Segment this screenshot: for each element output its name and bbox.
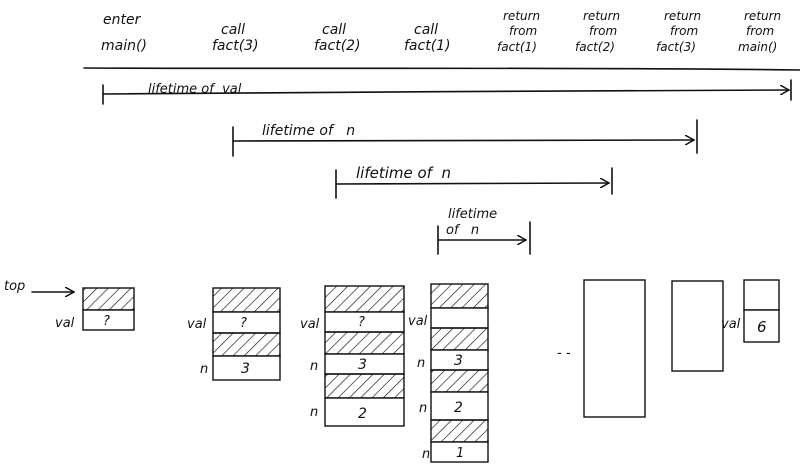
event-return-fact2: return from fact(2) <box>575 9 620 54</box>
hatched-cell <box>324 285 405 313</box>
event-call-fact3: call fact(3) <box>212 22 259 54</box>
event-line: from <box>670 24 698 38</box>
hatched-cell <box>430 419 489 443</box>
event-line: call <box>322 22 346 38</box>
lifetime-arrow <box>232 140 694 141</box>
event-line: return <box>664 9 701 23</box>
val-cell <box>82 309 135 331</box>
event-enter-main: enter main() <box>101 12 147 54</box>
stack-frame-main: ? val <box>55 287 135 331</box>
hatched-cell <box>430 327 489 351</box>
lifetime-label: lifetime of val <box>148 82 242 97</box>
n-label: n <box>417 356 425 371</box>
timeline-axis <box>83 67 800 71</box>
stack-frame-main-final: 6 val <box>721 279 780 343</box>
lifetime-val: lifetime of val <box>102 79 792 105</box>
event-line: main() <box>738 40 777 54</box>
timeline-header: enter main() call fact(3) call fact(2) c… <box>83 9 800 71</box>
n-label: n <box>310 405 318 420</box>
val-cell <box>743 309 780 343</box>
hatched-cell <box>324 331 405 355</box>
stack-frame-empty <box>583 279 646 418</box>
val-label: val <box>300 317 320 332</box>
lifetime-n-fact3: lifetime of n <box>232 119 698 157</box>
event-line: fact(2) <box>314 38 361 54</box>
event-line: main() <box>101 38 147 54</box>
top-pointer: top <box>4 279 74 294</box>
hatched-cell <box>212 332 281 357</box>
event-line: enter <box>103 12 142 28</box>
event-line: fact(3) <box>656 40 696 54</box>
n-label: n <box>200 362 208 377</box>
lifetime-label: lifetime of n <box>262 123 355 139</box>
n-value: 3 <box>358 357 367 373</box>
lifetime-arrow <box>102 90 789 94</box>
val-label: val <box>721 317 741 332</box>
n-value: 3 <box>454 353 463 369</box>
event-line: return <box>583 9 620 23</box>
event-line: from <box>746 24 774 38</box>
event-line: fact(1) <box>404 38 451 54</box>
stack-frame-fact3: ? val 3 n <box>187 287 281 381</box>
hatched-cell <box>430 283 489 309</box>
event-return-main: return from main() <box>738 9 781 54</box>
val-label: val <box>55 316 75 331</box>
hatched-cell <box>324 373 405 399</box>
n-value: 3 <box>241 361 250 377</box>
event-line: call <box>414 22 438 38</box>
event-line: return <box>744 9 781 23</box>
hatched-cell <box>82 287 135 311</box>
val-cell <box>430 307 489 329</box>
event-call-fact2: call fact(2) <box>314 22 361 54</box>
n-label: n <box>310 359 318 374</box>
n-cell <box>430 441 489 463</box>
lifetime-label: lifetime <box>448 207 497 222</box>
val-label: val <box>408 314 428 329</box>
event-line: call <box>221 22 245 38</box>
top-label: top <box>4 279 25 294</box>
stack-frame-fact2: ? val 3 n 2 n <box>300 285 405 427</box>
frame-cell <box>743 279 780 311</box>
event-return-fact3: return from fact(3) <box>656 9 701 54</box>
lifetime-arrow <box>335 183 609 184</box>
hatched-cell <box>430 369 489 393</box>
val-label: val <box>187 317 207 332</box>
event-return-fact1: return from fact(1) <box>497 9 540 54</box>
lifetime-label: of n <box>446 223 479 238</box>
val-value: ? <box>103 314 110 329</box>
n-value: 2 <box>454 400 463 416</box>
event-line: fact(2) <box>575 40 615 54</box>
event-line: return <box>503 9 540 23</box>
event-call-fact1: call fact(1) <box>404 22 451 54</box>
val-value: 6 <box>757 318 767 336</box>
lifetime-n-fact2: lifetime of n <box>335 164 613 199</box>
n-label: n <box>419 401 427 416</box>
n-label: n <box>422 447 430 462</box>
n-cell <box>324 397 405 427</box>
hatched-cell <box>212 287 281 313</box>
event-line: fact(3) <box>212 38 259 54</box>
n-value: 2 <box>358 406 367 422</box>
event-line: from <box>589 24 617 38</box>
stack-frame-fact1: val 3 n 2 n 1 n <box>408 283 489 463</box>
lifetime-label: lifetime of n <box>356 164 451 182</box>
event-line: fact(1) <box>497 40 537 54</box>
ellipsis: - - <box>557 346 571 361</box>
val-value: ? <box>358 315 365 330</box>
stack-frame-empty <box>671 280 724 372</box>
lifetime-n-fact1: lifetime of n <box>437 207 531 255</box>
val-value: ? <box>240 316 247 331</box>
n-cell <box>212 355 281 381</box>
event-line: from <box>509 24 537 38</box>
n-value: 1 <box>456 446 464 461</box>
